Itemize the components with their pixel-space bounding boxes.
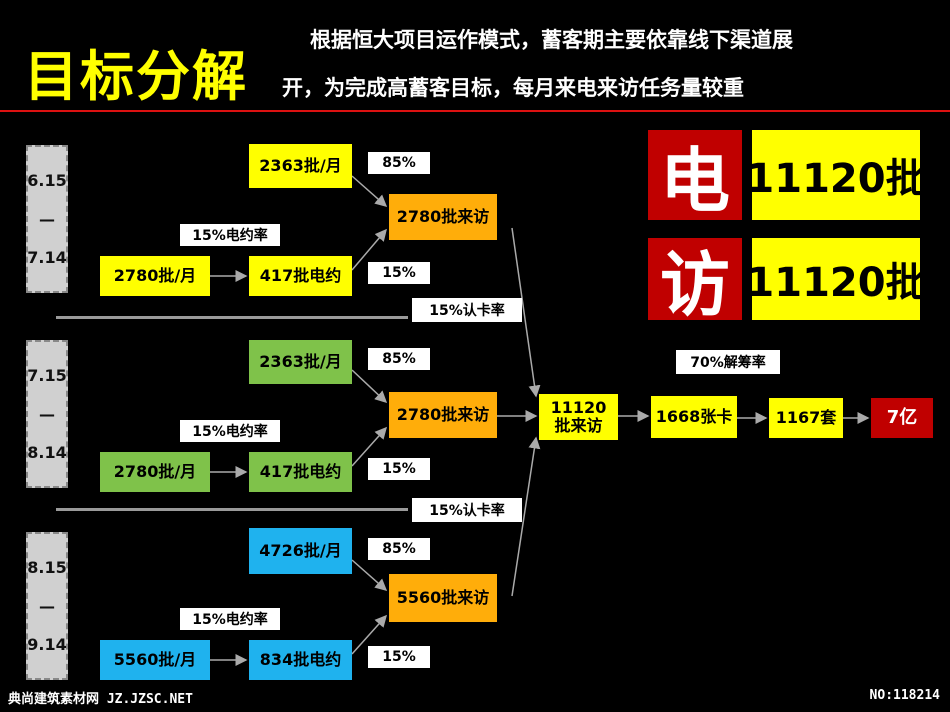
period-range-3: 8.15 — 9.14 <box>26 532 68 680</box>
visits-box: 2780批来访 <box>389 194 497 240</box>
walkin-box: 4726批/月 <box>249 528 352 574</box>
visits-box: 2780批来访 <box>389 392 497 438</box>
calls-box: 417批电约 <box>249 452 352 492</box>
call-summary-char: 电 <box>648 130 742 222</box>
monthly-box: 2780批/月 <box>100 452 210 492</box>
separator-2 <box>56 508 408 511</box>
period-start: 8.15 <box>27 558 67 577</box>
footer-watermark: 典尚建筑素材网 JZ.JZSC.NET <box>8 692 193 707</box>
walkin-share-label: 85% <box>368 348 430 370</box>
period-end: 8.14 <box>27 443 67 462</box>
call-rate-label: 15%电约率 <box>180 224 280 246</box>
walkin-share-label: 85% <box>368 538 430 560</box>
cards-box: 1668张卡 <box>651 396 737 438</box>
period-end: 7.14 <box>27 248 67 267</box>
call-summary-value: 11120批 <box>746 130 926 220</box>
revenue-box: 7亿 <box>871 398 933 438</box>
visits-box: 5560批来访 <box>389 574 497 622</box>
call-rate-label: 15%电约率 <box>180 420 280 442</box>
total-visits-box: 11120 批来访 <box>539 394 618 440</box>
subtitle-line-2: 开，为完成高蓄客目标，每月来电来访任务量较重 <box>282 76 744 100</box>
subtitle-line-1: 根据恒大项目运作模式，蓄客期主要依靠线下渠道展 <box>310 28 793 52</box>
period-start: 7.15 <box>27 366 67 385</box>
period-dash: — <box>39 209 55 229</box>
footer-number: NO:118214 <box>869 688 940 703</box>
calls-share-label: 15% <box>368 262 430 284</box>
card-rate-label-2: 15%认卡率 <box>412 498 522 522</box>
walkin-box: 2363批/月 <box>249 144 352 188</box>
visit-summary-char: 访 <box>648 238 742 326</box>
period-range-1: 6.15 — 7.14 <box>26 145 68 293</box>
title-rule <box>0 110 950 112</box>
call-rate-label: 15%电约率 <box>180 608 280 630</box>
calls-box: 834批电约 <box>249 640 352 680</box>
period-end: 9.14 <box>27 635 67 654</box>
visit-summary-value: 11120批 <box>746 238 926 320</box>
period-range-2: 7.15 — 8.14 <box>26 340 68 488</box>
calls-box: 417批电约 <box>249 256 352 296</box>
raise-rate-label: 70%解筹率 <box>676 350 780 374</box>
period-start: 6.15 <box>27 171 67 190</box>
page-title: 目标分解 <box>24 45 248 108</box>
monthly-box: 5560批/月 <box>100 640 210 680</box>
calls-share-label: 15% <box>368 458 430 480</box>
period-dash: — <box>39 404 55 424</box>
walkin-box: 2363批/月 <box>249 340 352 384</box>
units-box: 1167套 <box>769 398 843 438</box>
calls-share-label: 15% <box>368 646 430 668</box>
monthly-box: 2780批/月 <box>100 256 210 296</box>
period-dash: — <box>39 596 55 616</box>
card-rate-label-1: 15%认卡率 <box>412 298 522 322</box>
separator-1 <box>56 316 408 319</box>
walkin-share-label: 85% <box>368 152 430 174</box>
